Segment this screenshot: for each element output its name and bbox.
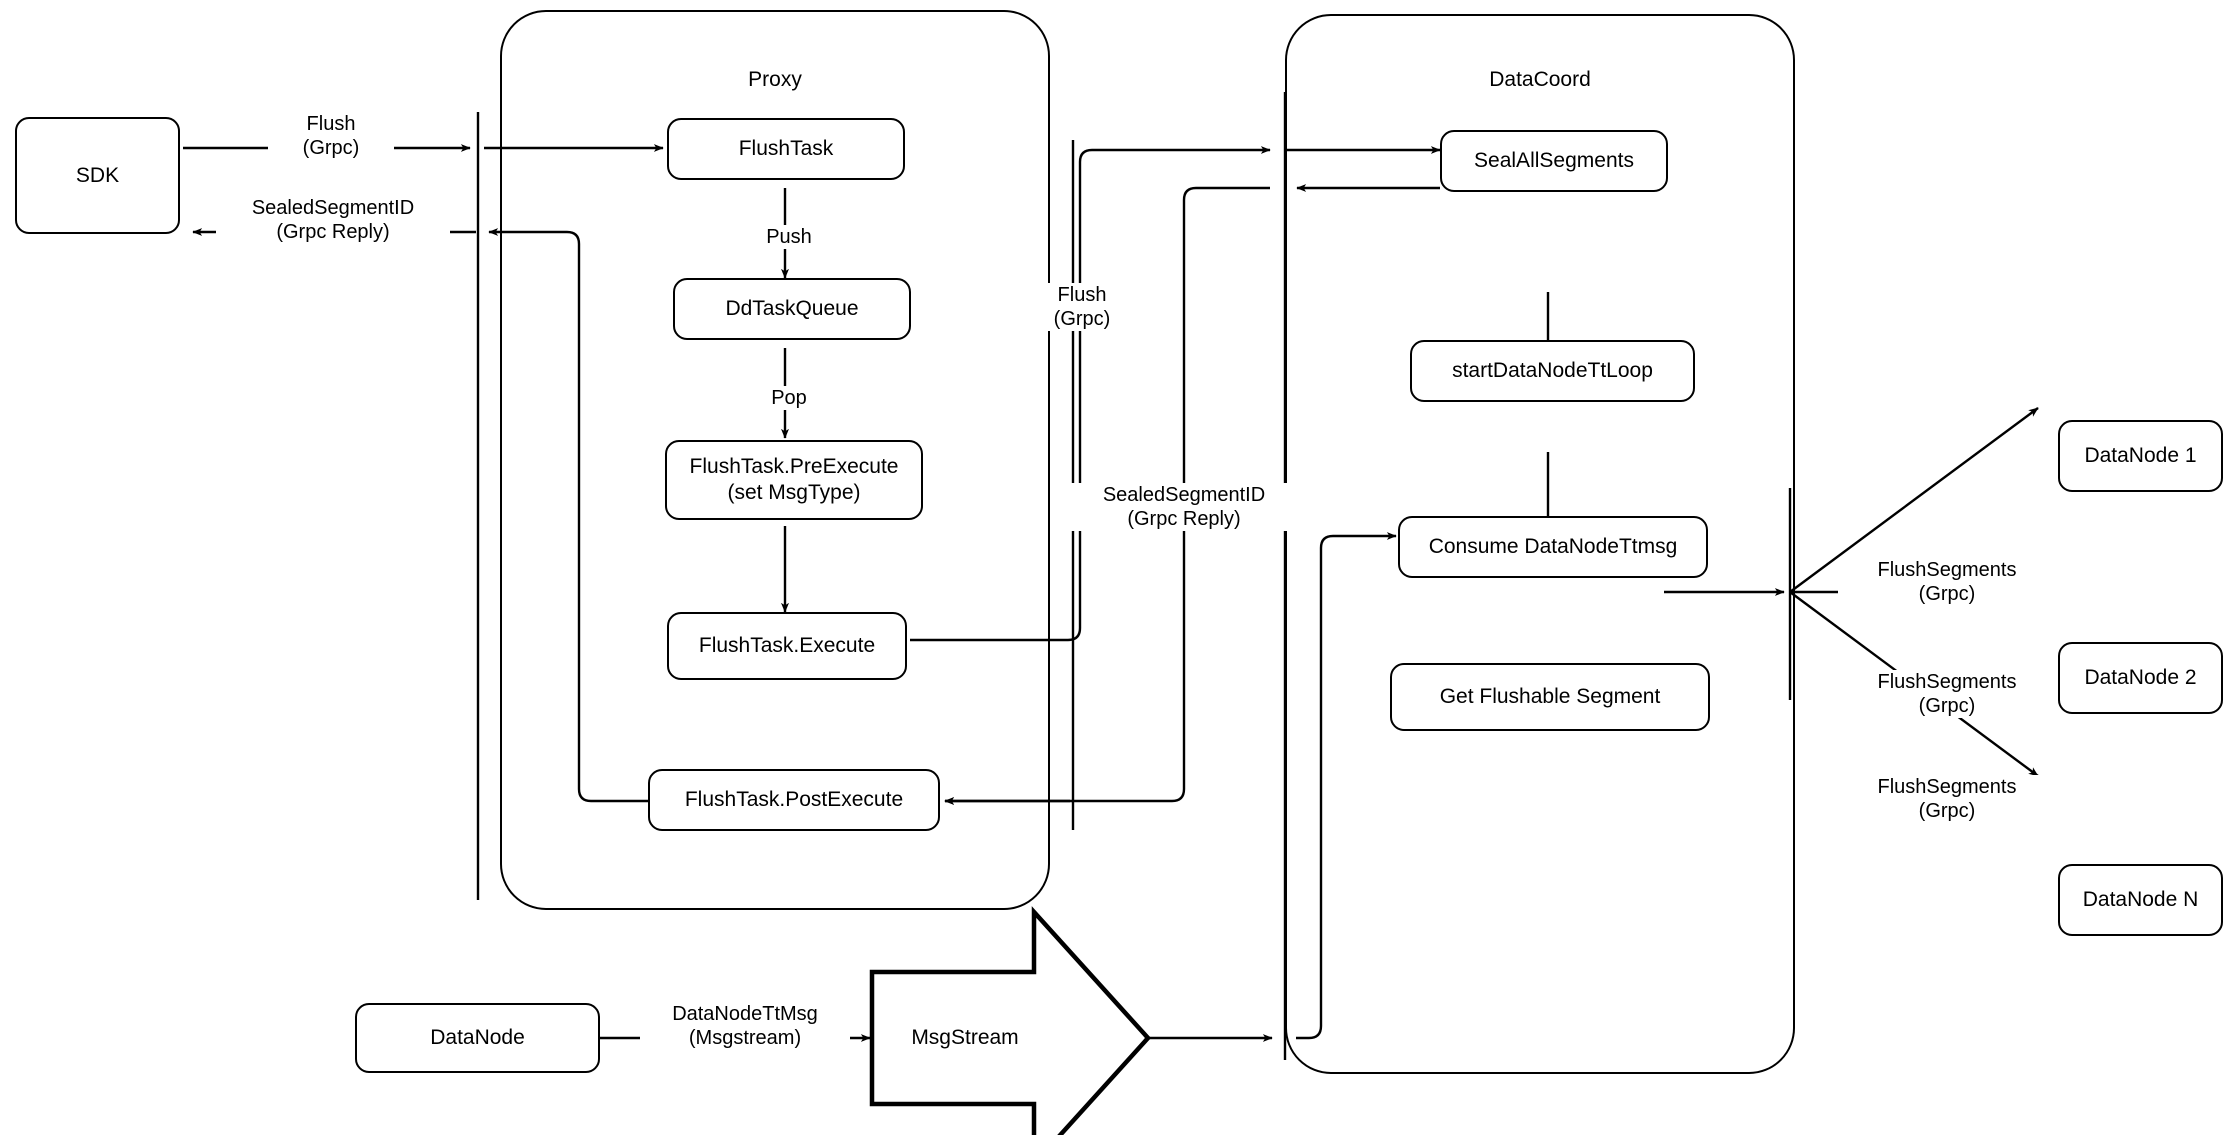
label-proxy-to-sdk: SealedSegmentID (Grpc Reply)	[216, 196, 450, 244]
container-proxy-title: Proxy	[748, 68, 802, 91]
node-flush-task-execute[interactable]: FlushTask.Execute	[667, 612, 907, 680]
node-flush-task-pre-execute[interactable]: FlushTask.PreExecute (set MsgType)	[665, 440, 923, 520]
node-consume-datanode-ttmsg[interactable]: Consume DataNodeTtmsg	[1398, 516, 1708, 578]
node-datanode-n[interactable]: DataNode N	[2058, 864, 2223, 936]
container-datacoord	[1285, 14, 1795, 1074]
node-dd-task-queue[interactable]: DdTaskQueue	[673, 278, 911, 340]
label-sdk-to-proxy: Flush (Grpc)	[268, 112, 394, 160]
container-datacoord-title: DataCoord	[1489, 68, 1591, 91]
node-msgstream-label: MsgStream	[911, 1026, 1019, 1049]
node-datanode-2[interactable]: DataNode 2	[2058, 642, 2223, 714]
label-flush-segments-1: FlushSegments (Grpc)	[1838, 558, 2056, 606]
label-pop: Pop	[748, 386, 830, 410]
label-datacoord-to-proxy: SealedSegmentID (Grpc Reply)	[1070, 483, 1298, 531]
container-proxy	[500, 10, 1050, 910]
label-flush-segments-n: FlushSegments (Grpc)	[1838, 775, 2056, 823]
node-start-datanode-tt-loop[interactable]: startDataNodeTtLoop	[1410, 340, 1695, 402]
node-flush-task-post-execute[interactable]: FlushTask.PostExecute	[648, 769, 940, 831]
label-datanode-to-msgstream: DataNodeTtMsg (Msgstream)	[640, 1002, 850, 1050]
label-flush-segments-2: FlushSegments (Grpc)	[1838, 670, 2056, 718]
node-get-flushable-segment[interactable]: Get Flushable Segment	[1390, 663, 1710, 731]
label-proxy-to-datacoord: Flush (Grpc)	[1020, 283, 1144, 331]
node-sdk[interactable]: SDK	[15, 117, 180, 234]
node-flush-task[interactable]: FlushTask	[667, 118, 905, 180]
node-datanode-1[interactable]: DataNode 1	[2058, 420, 2223, 492]
node-datanode-bottom[interactable]: DataNode	[355, 1003, 600, 1073]
node-seal-all-segments[interactable]: SealAllSegments	[1440, 130, 1668, 192]
msgstream-arrow-shape	[869, 906, 1152, 1135]
label-push: Push	[740, 225, 838, 249]
